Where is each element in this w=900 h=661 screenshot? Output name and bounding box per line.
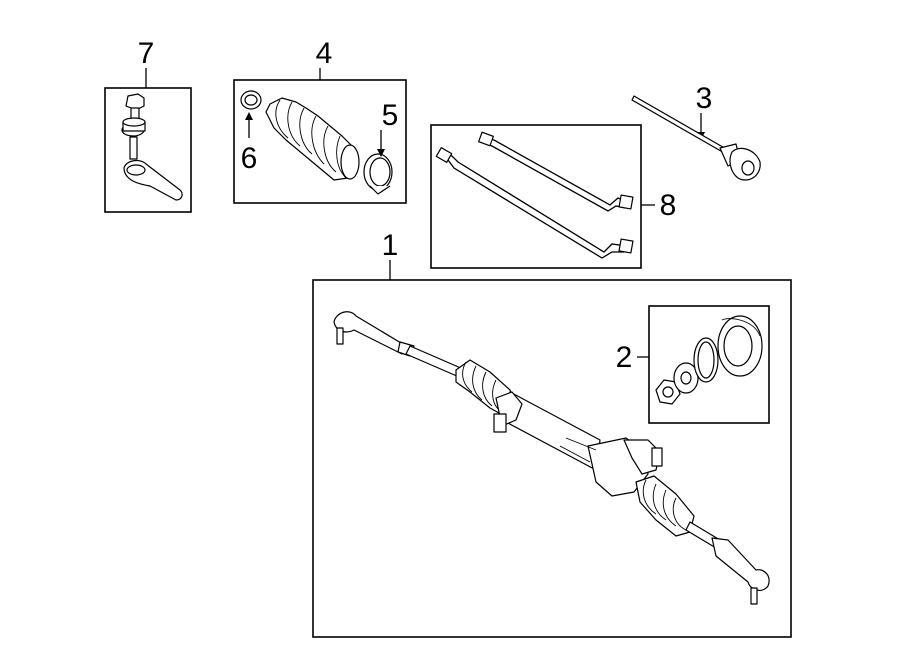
box-8 — [430, 124, 642, 269]
ring-drawing — [240, 90, 262, 110]
clamp-drawing — [363, 153, 393, 195]
callout-1: 1 — [382, 229, 399, 262]
boot-drawing — [265, 97, 360, 181]
mount-bushing-drawing — [655, 315, 763, 405]
box-1 — [312, 279, 792, 638]
part-7-group: 7 — [104, 37, 192, 213]
box-4 — [233, 79, 407, 204]
part-1-group: 1 — [312, 229, 792, 638]
box-7 — [104, 87, 192, 213]
callout-6: 6 — [241, 142, 258, 175]
callout-4: 4 — [316, 37, 333, 70]
part-3-group: 3 — [631, 82, 761, 181]
callout-2: 2 — [616, 341, 633, 374]
callout-5: 5 — [382, 99, 399, 132]
tie-rod-end-drawing — [121, 93, 183, 201]
callout-7: 7 — [138, 37, 155, 70]
rack-assembly-drawing — [333, 311, 770, 605]
transfer-lines-drawing — [435, 131, 634, 259]
inner-tie-rod-drawing — [631, 95, 761, 181]
callout-3: 3 — [696, 82, 713, 115]
part-4-group: 4 5 6 — [233, 37, 407, 204]
arrowhead-5 — [377, 149, 385, 157]
arrowhead-6 — [245, 112, 253, 120]
callout-8: 8 — [660, 189, 677, 222]
box-2 — [648, 305, 770, 424]
part-2-group: 2 — [616, 305, 770, 424]
part-8-group: 8 — [430, 124, 677, 269]
